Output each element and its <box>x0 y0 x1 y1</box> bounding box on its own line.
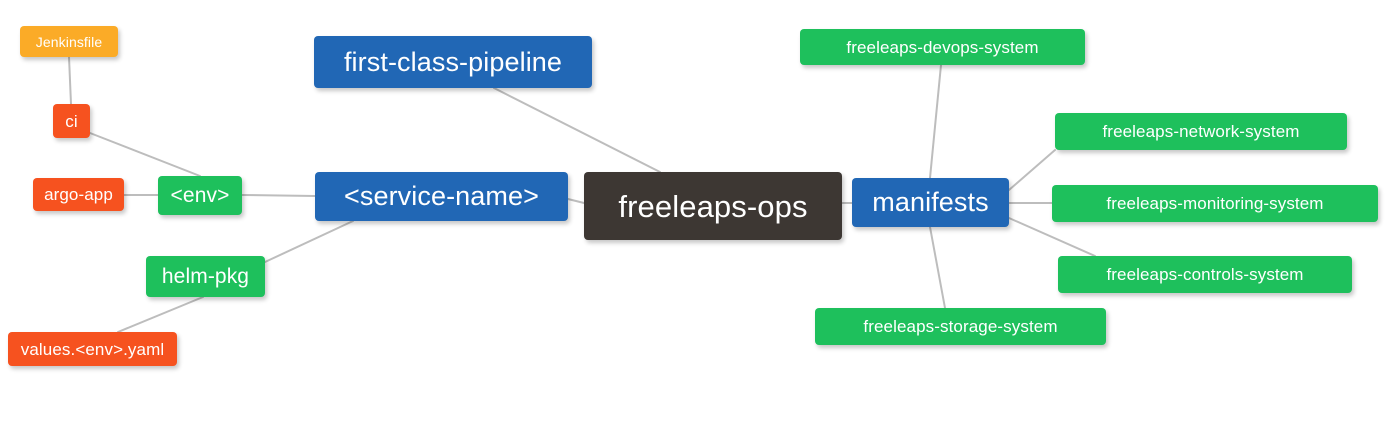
node-label: helm-pkg <box>161 265 250 288</box>
node-freeleaps-ops[interactable]: freeleaps-ops <box>584 172 842 240</box>
node-label: freeleaps-controls-system <box>1106 265 1304 284</box>
node-freeleaps-storage-system[interactable]: freeleaps-storage-system <box>815 308 1106 345</box>
node-label: <env> <box>170 184 230 207</box>
node-values-env-yaml[interactable]: values.<env>.yaml <box>8 332 177 366</box>
edge-manifests-to-freeleaps-controls-system <box>1008 217 1096 257</box>
edge-env-to-service-name <box>241 194 316 197</box>
node-label: freeleaps-ops <box>618 188 808 224</box>
node-freeleaps-network-system[interactable]: freeleaps-network-system <box>1055 113 1347 150</box>
node-argo-app[interactable]: argo-app <box>33 178 124 211</box>
node-ci[interactable]: ci <box>53 104 90 138</box>
node-label: ci <box>65 111 78 131</box>
node-manifests[interactable]: manifests <box>852 178 1009 227</box>
node-label: <service-name> <box>344 181 539 211</box>
edge-service-name-to-helm-pkg <box>264 220 354 263</box>
node-label: Jenkinsfile <box>35 33 103 50</box>
node-freeleaps-monitoring-system[interactable]: freeleaps-monitoring-system <box>1052 185 1378 222</box>
node-label: values.<env>.yaml <box>20 339 165 359</box>
edge-manifests-to-freeleaps-network-system <box>1008 149 1056 191</box>
node-label: freeleaps-storage-system <box>863 317 1058 336</box>
node-label: argo-app <box>44 185 113 204</box>
edge-service-name-to-freeleaps-ops <box>567 198 585 204</box>
node-freeleaps-controls-system[interactable]: freeleaps-controls-system <box>1058 256 1352 293</box>
edge-manifests-to-freeleaps-devops-system <box>929 64 942 179</box>
node-label: freeleaps-devops-system <box>846 37 1039 57</box>
node-freeleaps-devops-system[interactable]: freeleaps-devops-system <box>800 29 1085 65</box>
edge-ci-to-env <box>89 132 201 177</box>
edge-helm-pkg-to-values-env-yaml <box>117 296 204 333</box>
node-service-name[interactable]: <service-name> <box>315 172 568 221</box>
node-label: first-class-pipeline <box>343 46 563 77</box>
edge-first-class-pipeline-to-freeleaps-ops <box>493 87 661 173</box>
node-env[interactable]: <env> <box>158 176 242 215</box>
node-helm-pkg[interactable]: helm-pkg <box>146 256 265 297</box>
edge-jenkinsfile-to-ci <box>68 56 72 105</box>
node-label: freeleaps-monitoring-system <box>1106 194 1324 213</box>
node-jenkinsfile[interactable]: Jenkinsfile <box>20 26 118 57</box>
edge-manifests-to-freeleaps-storage-system <box>929 226 946 309</box>
node-first-class-pipeline[interactable]: first-class-pipeline <box>314 36 592 88</box>
node-label: freeleaps-network-system <box>1102 122 1300 141</box>
node-label: manifests <box>872 187 989 217</box>
